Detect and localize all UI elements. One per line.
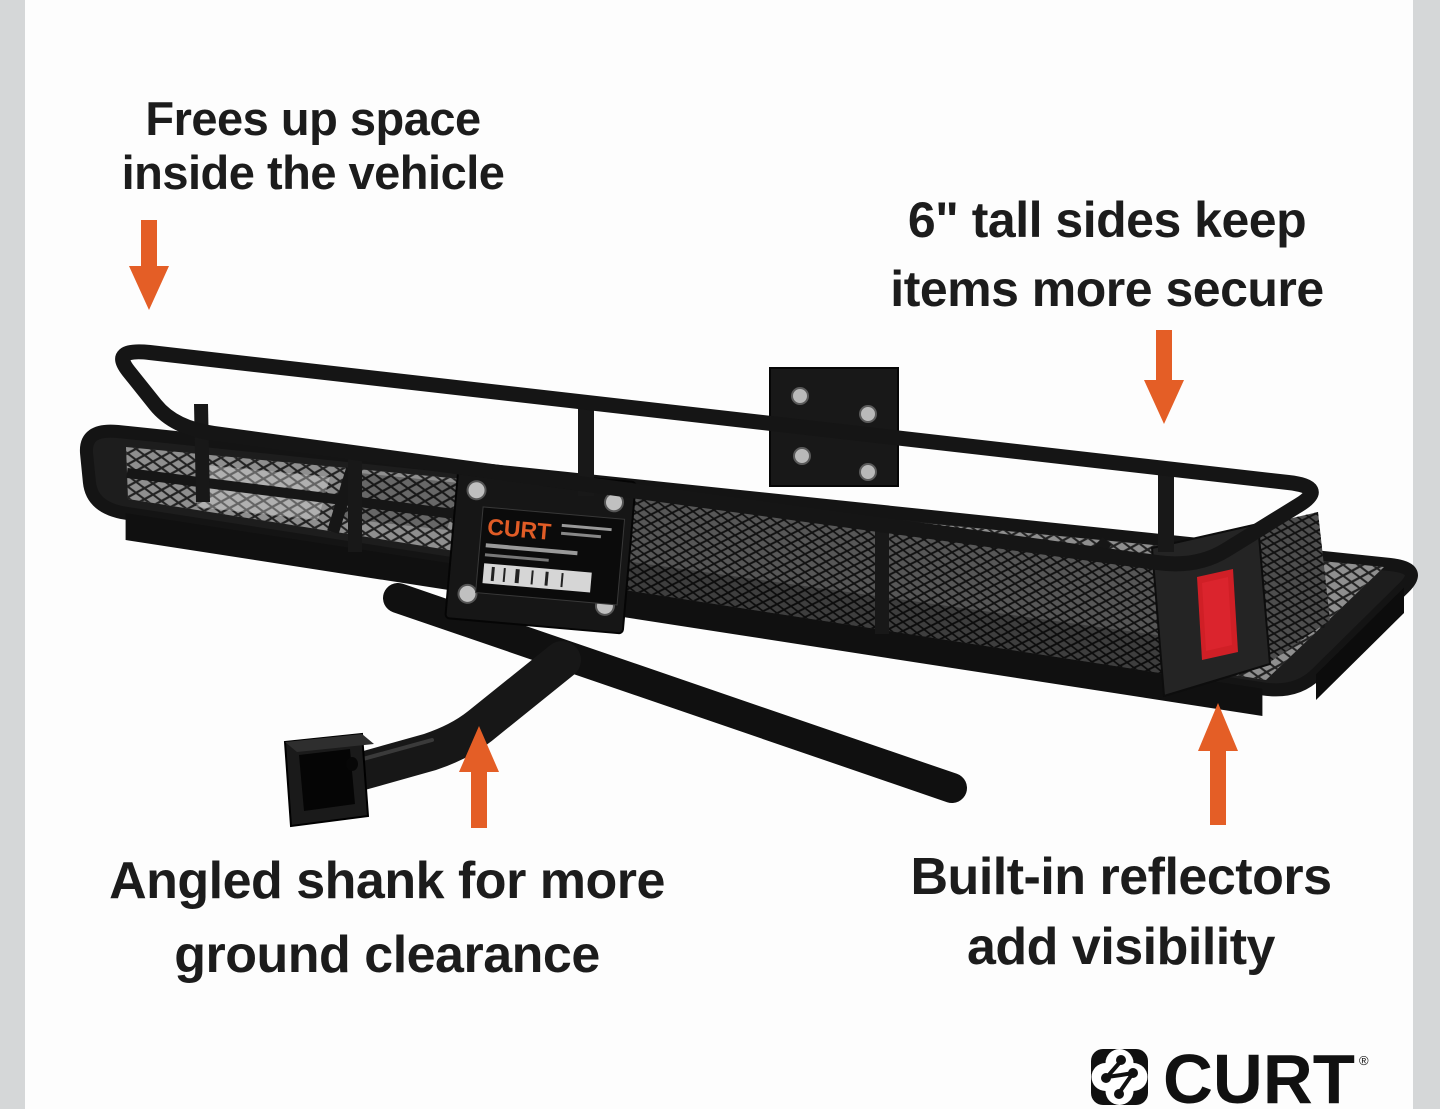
front-mesh-wall <box>618 489 1192 678</box>
callout-line: inside the vehicle <box>121 146 505 199</box>
callout-line: Built-in reflectors <box>910 848 1333 906</box>
callout-line: Angled shank for more <box>109 852 665 910</box>
bracket-bolts <box>791 387 877 481</box>
angled-shank-up-arrow-icon <box>459 726 499 828</box>
callout-line: 6" tall sides keep <box>907 192 1307 248</box>
top-rim-rail <box>115 344 1319 572</box>
product-label-plate: CURT <box>444 465 637 635</box>
hitch-pin-hole <box>346 757 358 771</box>
label-brand-text: CURT <box>486 513 552 544</box>
brand-wordmark: CURT <box>1163 1047 1355 1107</box>
callout-frees-up-space: Frees up space inside the vehicle <box>13 92 613 200</box>
callout-angled-shank: Angled shank for more ground clearance <box>87 844 687 992</box>
label-barcode <box>482 563 592 593</box>
reflectors-up-arrow-icon <box>1198 703 1238 825</box>
frees-up-space-down-arrow-icon <box>129 220 169 310</box>
brand-logo: CURT ® <box>1091 1047 1381 1107</box>
registered-trademark-symbol: ® <box>1359 1053 1369 1068</box>
callout-line: Frees up space <box>145 92 481 145</box>
callout-line: items more secure <box>890 261 1324 317</box>
shank-rear-tube <box>383 583 967 803</box>
callout-line: add visibility <box>967 918 1275 976</box>
angled-shank <box>283 641 581 828</box>
callout-tall-sides: 6" tall sides keep items more secure <box>807 186 1407 324</box>
left-gutter <box>0 0 25 1109</box>
right-gutter <box>1413 0 1440 1109</box>
callout-line: ground clearance <box>174 926 600 984</box>
curt-clover-icon <box>1091 1049 1148 1105</box>
callout-reflectors: Built-in reflectors add visibility <box>821 842 1421 982</box>
tall-sides-down-arrow-icon <box>1144 330 1184 424</box>
